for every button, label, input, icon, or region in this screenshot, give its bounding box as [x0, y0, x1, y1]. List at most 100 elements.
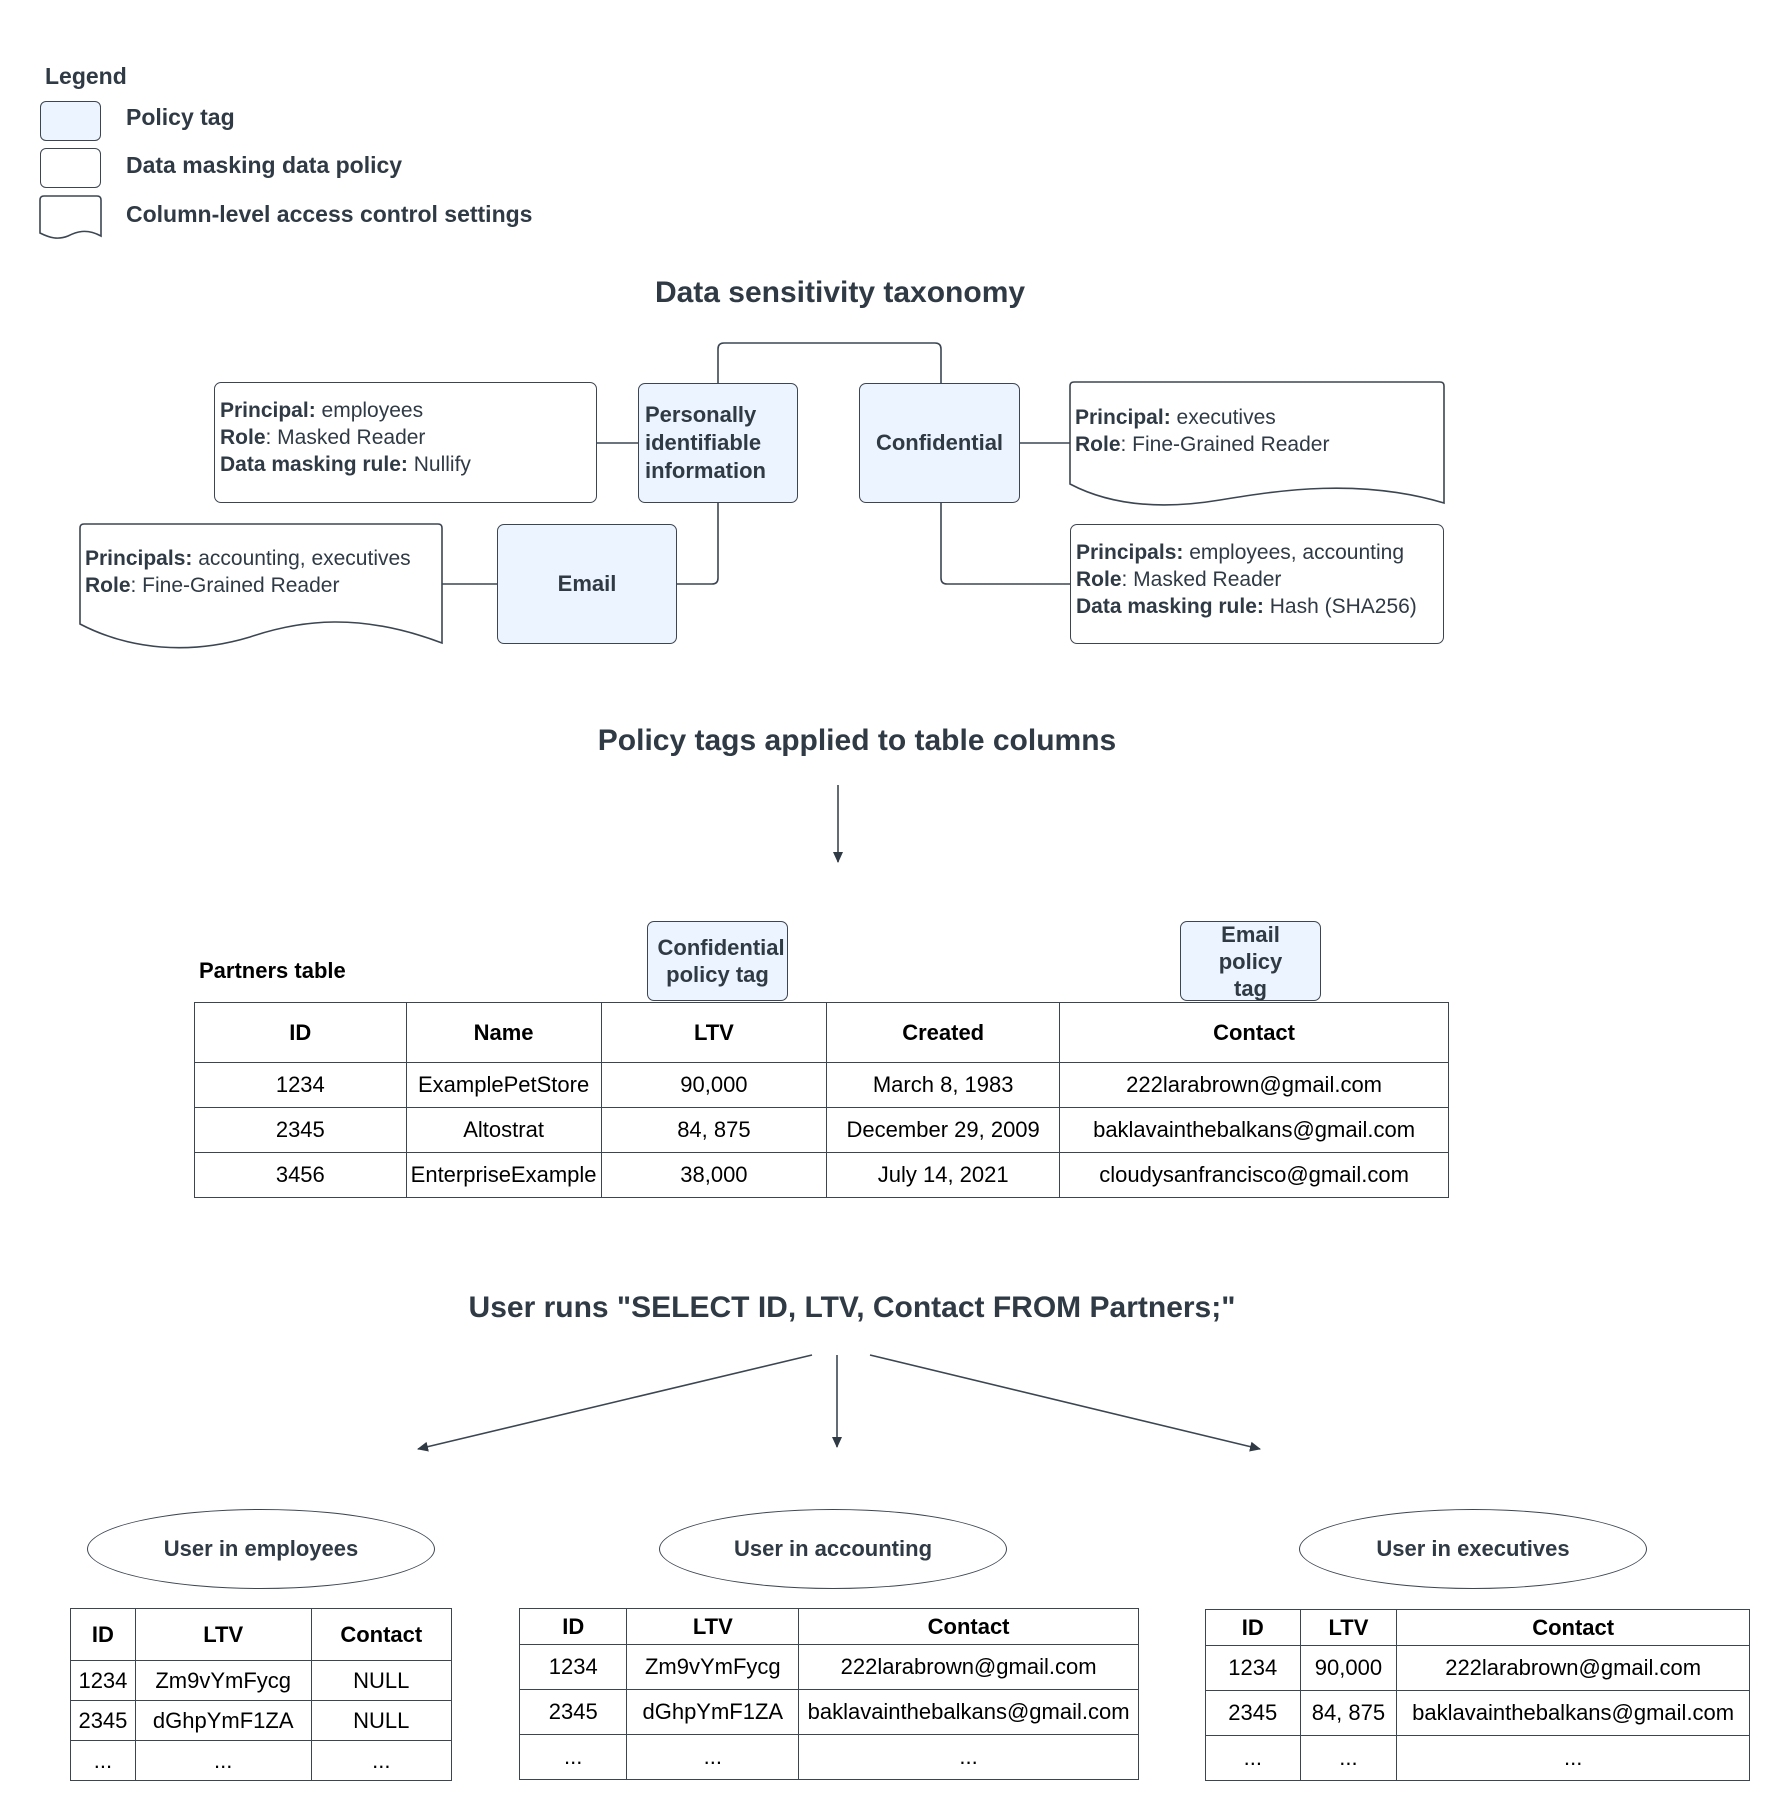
- cell-created: July 14, 2021: [826, 1152, 1061, 1198]
- table-row: 1234 90,000 222larabrown@gmail.com: [1205, 1645, 1750, 1691]
- cell-ltv: 84, 875: [1299, 1690, 1398, 1736]
- cell-id: 1234: [194, 1062, 407, 1108]
- cell-contact: 222larabrown@gmail.com: [1059, 1062, 1449, 1108]
- confidential-policy-tag[interactable]: Confidential: [859, 383, 1020, 503]
- cell-id: 1234: [1205, 1645, 1301, 1691]
- partners-table: ID Name LTV Created Contact 1234 Example…: [194, 1002, 1449, 1198]
- cell-contact: ...: [310, 1740, 453, 1781]
- table-row: 2345 84, 875 baklavainthebalkans@gmail.c…: [1205, 1690, 1750, 1736]
- column-header-id: ID: [194, 1002, 407, 1063]
- connector-pii-email: [677, 503, 719, 585]
- cell-ltv: 90,000: [600, 1062, 828, 1108]
- cell-ltv: dGhpYmF1ZA: [626, 1689, 800, 1735]
- cell-ltv: Zm9vYmFycg: [626, 1644, 800, 1690]
- column-header-ltv: LTV: [134, 1608, 312, 1661]
- table-row: ... ... ...: [518, 1734, 1139, 1780]
- confidential-masking-policy: Principals: employees, accounting Role: …: [1070, 524, 1444, 644]
- accounting-result-table: ID LTV Contact 1234 Zm9vYmFycg 222larabr…: [518, 1608, 1139, 1780]
- email-column-tag[interactable]: Email policy tag: [1180, 921, 1321, 1001]
- cell-contact: baklavainthebalkans@gmail.com: [798, 1689, 1139, 1735]
- column-header-contact: Contact: [798, 1608, 1139, 1645]
- table-row: 1234 ExamplePetStore 90,000 March 8, 198…: [194, 1062, 1449, 1108]
- cell-name: Altostrat: [405, 1107, 602, 1153]
- cell-ltv: dGhpYmF1ZA: [134, 1700, 312, 1741]
- cell-id: ...: [518, 1734, 628, 1780]
- cell-contact: baklavainthebalkans@gmail.com: [1396, 1690, 1750, 1736]
- cell-id: 2345: [1205, 1690, 1301, 1736]
- column-header-name: Name: [405, 1002, 602, 1063]
- column-header-id: ID: [518, 1608, 628, 1645]
- pii-masking-policy: Principal: employees Role: Masked Reader…: [214, 382, 597, 503]
- cell-ltv: Zm9vYmFycg: [134, 1660, 312, 1701]
- confidential-acl-document-shape: [1069, 381, 1445, 506]
- cell-contact: cloudysanfrancisco@gmail.com: [1059, 1152, 1449, 1198]
- taxonomy-title: Data sensitivity taxonomy: [654, 276, 1026, 309]
- confidential-column-tag[interactable]: Confidential policy tag: [647, 921, 788, 1001]
- cell-ltv: 38,000: [600, 1152, 828, 1198]
- column-header-ltv: LTV: [626, 1608, 800, 1645]
- cell-created: March 8, 1983: [826, 1062, 1061, 1108]
- table-row: 1234 Zm9vYmFycg 222larabrown@gmail.com: [518, 1644, 1139, 1690]
- cell-contact: baklavainthebalkans@gmail.com: [1059, 1107, 1449, 1153]
- cell-id: 2345: [70, 1700, 136, 1741]
- table-row: 2345 dGhpYmF1ZA NULL: [70, 1700, 453, 1741]
- executives-result-table: ID LTV Contact 1234 90,000 222larabrown@…: [1205, 1609, 1750, 1781]
- cell-id: 1234: [518, 1644, 628, 1690]
- cell-contact: 222larabrown@gmail.com: [1396, 1645, 1750, 1691]
- legend-item-policy-tag: Policy tag: [126, 104, 235, 130]
- legend-document-shape: [39, 195, 102, 239]
- query-title: User runs "SELECT ID, LTV, Contact FROM …: [468, 1291, 1236, 1324]
- pii-policy-tag[interactable]: Personally identifiable information: [638, 383, 798, 503]
- email-policy-tag[interactable]: Email: [497, 524, 677, 644]
- cell-id: 1234: [70, 1660, 136, 1701]
- legend-tag-swatch: [40, 101, 101, 141]
- legend-item-data-masking-policy: Data masking data policy: [126, 152, 403, 178]
- applied-title: Policy tags applied to table columns: [597, 724, 1117, 757]
- confidential-access-control: Principal: executives Role: Fine-Grained…: [1075, 406, 1330, 456]
- column-header-ltv: LTV: [1299, 1609, 1398, 1646]
- cell-id: 2345: [518, 1689, 628, 1735]
- column-header-contact: Contact: [1059, 1002, 1449, 1063]
- cell-ltv: 90,000: [1299, 1645, 1398, 1691]
- table-row: 1234 Zm9vYmFycg NULL: [70, 1660, 453, 1701]
- cell-name: ExamplePetStore: [405, 1062, 602, 1108]
- table-header-row: ID Name LTV Created Contact: [194, 1002, 1449, 1063]
- cell-ltv: ...: [626, 1734, 800, 1780]
- cell-name: EnterpriseExample: [405, 1152, 602, 1198]
- table-header-row: ID LTV Contact: [1205, 1609, 1750, 1646]
- cell-contact: ...: [798, 1734, 1139, 1780]
- column-header-created: Created: [826, 1002, 1061, 1063]
- user-executives-pill: User in executives: [1299, 1509, 1647, 1589]
- cell-id: ...: [70, 1740, 136, 1781]
- user-employees-pill: User in employees: [87, 1509, 435, 1589]
- cell-contact: NULL: [310, 1660, 453, 1701]
- connector-confidential-policy: [940, 503, 1070, 585]
- partners-table-label: Partners table: [199, 958, 346, 983]
- cell-contact: 222larabrown@gmail.com: [798, 1644, 1139, 1690]
- user-accounting-pill: User in accounting: [659, 1509, 1007, 1589]
- cell-id: 3456: [194, 1152, 407, 1198]
- table-header-row: ID LTV Contact: [518, 1608, 1139, 1645]
- cell-ltv: 84, 875: [600, 1107, 828, 1153]
- email-access-control: Principals: accounting, executives Role:…: [85, 547, 411, 597]
- column-header-contact: Contact: [310, 1608, 453, 1661]
- arrow-to-executives: [869, 1354, 1261, 1452]
- table-row: 2345 dGhpYmF1ZA baklavainthebalkans@gmai…: [518, 1689, 1139, 1735]
- column-header-id: ID: [1205, 1609, 1301, 1646]
- cell-ltv: ...: [134, 1740, 312, 1781]
- cell-id: 2345: [194, 1107, 407, 1153]
- table-row: ... ... ...: [70, 1740, 453, 1781]
- column-header-ltv: LTV: [600, 1002, 828, 1063]
- cell-id: ...: [1205, 1735, 1301, 1781]
- column-header-contact: Contact: [1396, 1609, 1750, 1646]
- table-row: 2345 Altostrat 84, 875 December 29, 2009…: [194, 1107, 1449, 1153]
- cell-contact: ...: [1396, 1735, 1750, 1781]
- column-header-id: ID: [70, 1608, 136, 1661]
- table-row: 3456 EnterpriseExample 38,000 July 14, 2…: [194, 1152, 1449, 1198]
- legend-title: Legend: [45, 63, 127, 89]
- table-header-row: ID LTV Contact: [70, 1608, 453, 1661]
- arrow-to-employees: [417, 1354, 813, 1452]
- cell-contact: NULL: [310, 1700, 453, 1741]
- email-acl-document-shape: [79, 523, 443, 649]
